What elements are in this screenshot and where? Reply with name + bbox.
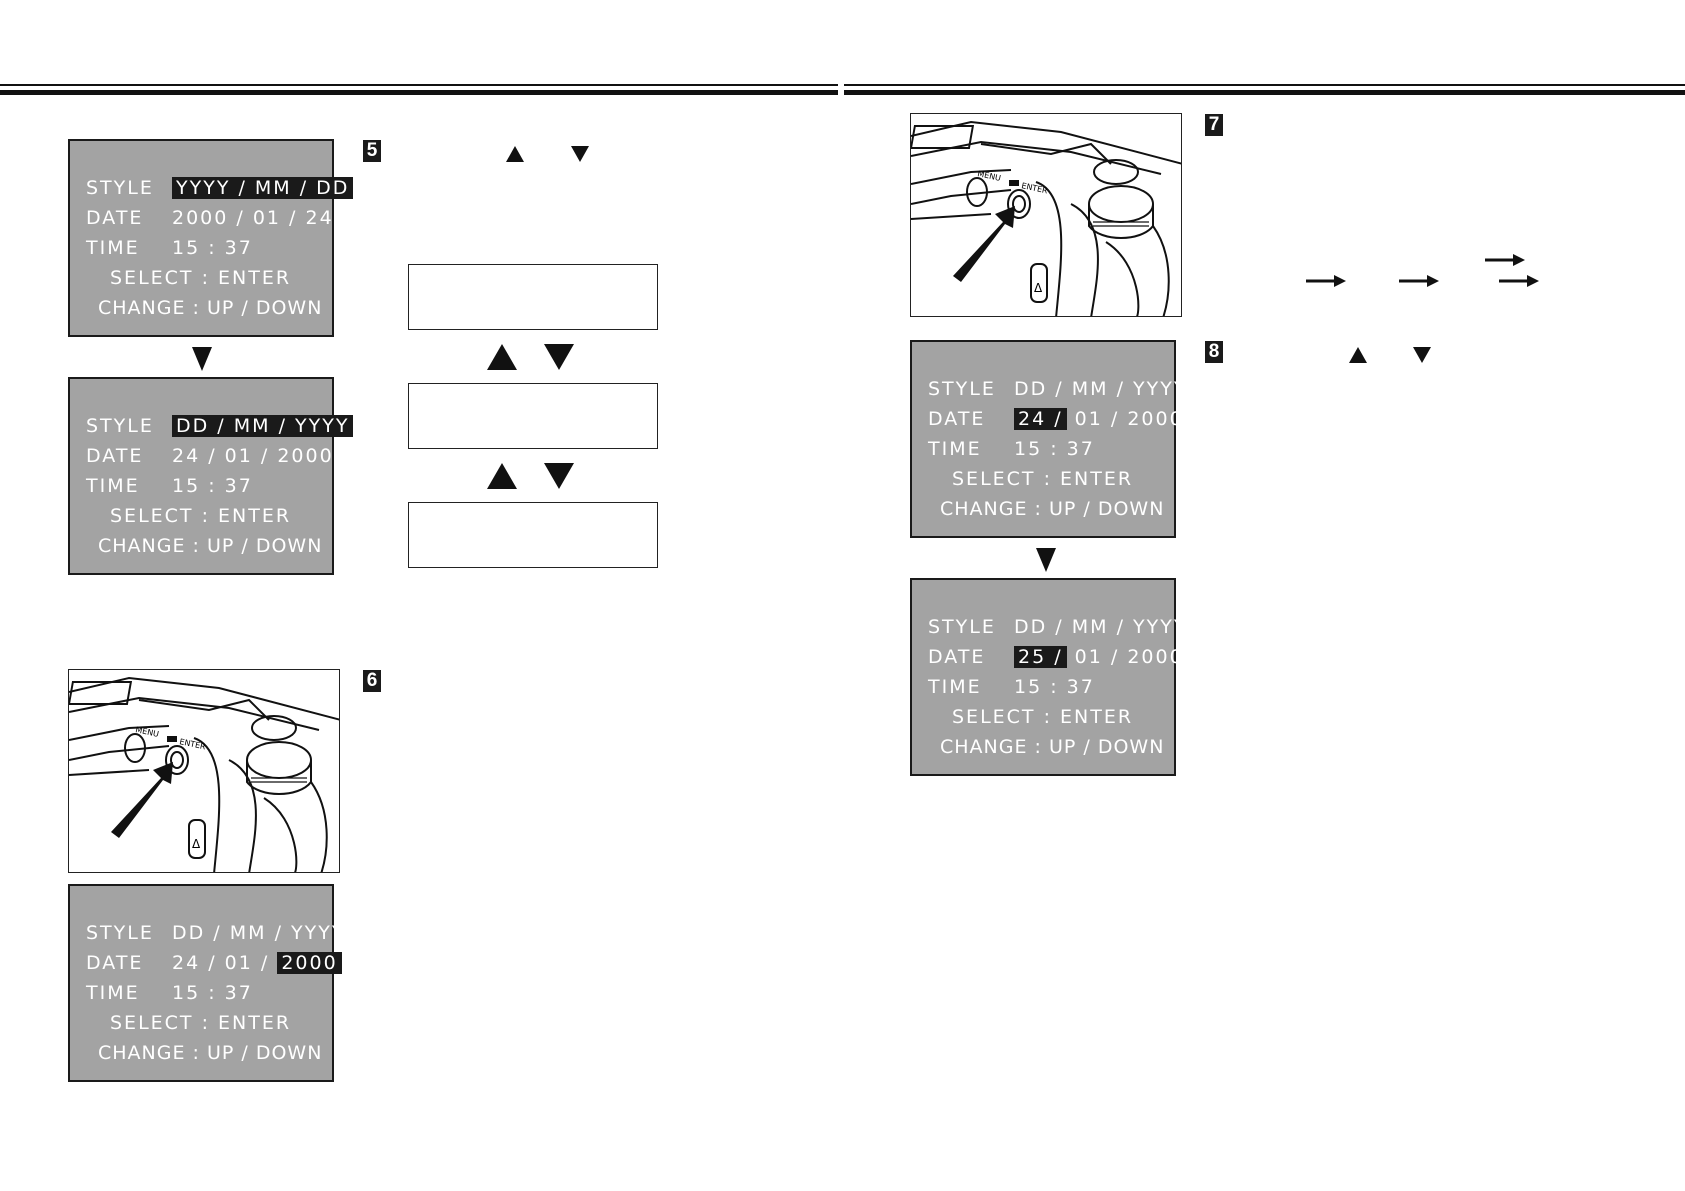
date-label: DATE bbox=[86, 445, 144, 467]
press-arrow-icon bbox=[111, 762, 173, 838]
down-button-icon bbox=[1413, 347, 1431, 363]
time-label: TIME bbox=[86, 475, 140, 497]
style-option-box-2 bbox=[408, 383, 658, 449]
select-hint: SELECT : ENTER bbox=[110, 1012, 292, 1034]
step-number-5: 5 bbox=[363, 140, 381, 162]
date-label: DATE bbox=[86, 207, 144, 229]
change-hint: CHANGE : UP / DOWN bbox=[98, 1042, 323, 1064]
time-label: TIME bbox=[928, 438, 982, 460]
time-label: TIME bbox=[928, 676, 982, 698]
page-gutter bbox=[838, 80, 844, 100]
up-button-icon bbox=[1349, 347, 1367, 363]
time-label: TIME bbox=[86, 237, 140, 259]
day-highlighted: 25 / bbox=[1014, 646, 1067, 668]
down-button-icon bbox=[571, 146, 589, 162]
date-label: DATE bbox=[928, 646, 986, 668]
down-arrow-icon bbox=[544, 344, 574, 370]
style-label: STYLE bbox=[86, 177, 154, 199]
time-label: TIME bbox=[86, 982, 140, 1004]
step-number-7: 7 bbox=[1205, 114, 1223, 136]
select-hint: SELECT : ENTER bbox=[952, 706, 1134, 728]
time-value: 15 : 37 bbox=[172, 475, 253, 497]
step-number-6: 6 bbox=[363, 670, 381, 692]
up-arrow-icon bbox=[487, 463, 517, 489]
camera-enter-button-illustration: MENU ENTER Δ bbox=[68, 669, 340, 873]
time-value: 15 : 37 bbox=[1014, 438, 1095, 460]
style-value-highlighted: YYYY / MM / DD bbox=[172, 177, 354, 199]
style-label: STYLE bbox=[86, 922, 154, 944]
date-value: 2000 / 01 / 24 bbox=[172, 207, 334, 229]
lcd-screen-style-default: STYLE YYYY / MM / DD DATE 2000 / 01 / 24… bbox=[68, 139, 354, 337]
right-arrow-icon bbox=[1306, 275, 1346, 287]
change-hint: CHANGE : UP / DOWN bbox=[940, 736, 1165, 758]
right-arrow-icon bbox=[1399, 275, 1439, 287]
style-label: STYLE bbox=[928, 378, 996, 400]
delta-label: Δ bbox=[192, 837, 201, 851]
style-value: DD / MM / YYYY bbox=[172, 922, 346, 944]
date-value: 01 / 2000 bbox=[1066, 408, 1184, 430]
time-value: 15 : 37 bbox=[1014, 676, 1095, 698]
right-arrow-icon bbox=[1499, 275, 1539, 287]
press-arrow-icon bbox=[953, 206, 1015, 282]
date-label: DATE bbox=[928, 408, 986, 430]
change-hint: CHANGE : UP / DOWN bbox=[940, 498, 1165, 520]
change-hint: CHANGE : UP / DOWN bbox=[98, 297, 323, 319]
style-value: DD / MM / YYYY bbox=[1014, 616, 1188, 638]
date-value: 24 / 01 / bbox=[172, 952, 278, 974]
time-value: 15 : 37 bbox=[172, 237, 253, 259]
date-label: DATE bbox=[86, 952, 144, 974]
lcd-screen-style-changed: STYLE DD / MM / YYYY DATE 24 / 01 / 2000… bbox=[68, 377, 354, 575]
day-highlighted: 24 / bbox=[1014, 408, 1067, 430]
lcd-screen-year-selected: STYLE DD / MM / YYYY DATE 24 / 01 / 2000… bbox=[68, 884, 343, 1082]
style-value-highlighted: DD / MM / YYYY bbox=[172, 415, 354, 437]
down-arrow-icon bbox=[1036, 548, 1056, 572]
lcd-screen-day-selected: STYLE DD / MM / YYYY DATE 24 / 01 / 2000… bbox=[910, 340, 1185, 538]
select-hint: SELECT : ENTER bbox=[110, 267, 292, 289]
camera-illustration: MENU ENTER Δ bbox=[69, 676, 339, 872]
style-value: DD / MM / YYYY bbox=[1014, 378, 1188, 400]
camera-illustration: MENU ENTER Δ bbox=[911, 120, 1181, 316]
style-label: STYLE bbox=[86, 415, 154, 437]
down-arrow-icon bbox=[544, 463, 574, 489]
style-option-box-3 bbox=[408, 502, 658, 568]
lcd-screen-day-changed: STYLE DD / MM / YYYY DATE 25 / 01 / 2000… bbox=[910, 578, 1185, 776]
style-option-box-1 bbox=[408, 264, 658, 330]
up-button-icon bbox=[506, 146, 524, 162]
right-arrow-icon bbox=[1485, 254, 1525, 266]
style-label: STYLE bbox=[928, 616, 996, 638]
change-hint: CHANGE : UP / DOWN bbox=[98, 535, 323, 557]
year-highlighted: 2000 bbox=[277, 952, 342, 974]
delta-label: Δ bbox=[1034, 281, 1043, 295]
date-value: 01 / 2000 bbox=[1066, 646, 1184, 668]
select-hint: SELECT : ENTER bbox=[952, 468, 1134, 490]
select-hint: SELECT : ENTER bbox=[110, 505, 292, 527]
up-arrow-icon bbox=[487, 344, 517, 370]
time-value: 15 : 37 bbox=[172, 982, 253, 1004]
date-value: 24 / 01 / 2000 bbox=[172, 445, 334, 467]
down-arrow-icon bbox=[192, 347, 212, 371]
step-number-8: 8 bbox=[1205, 341, 1223, 363]
camera-enter-button-illustration: MENU ENTER Δ bbox=[910, 113, 1182, 317]
